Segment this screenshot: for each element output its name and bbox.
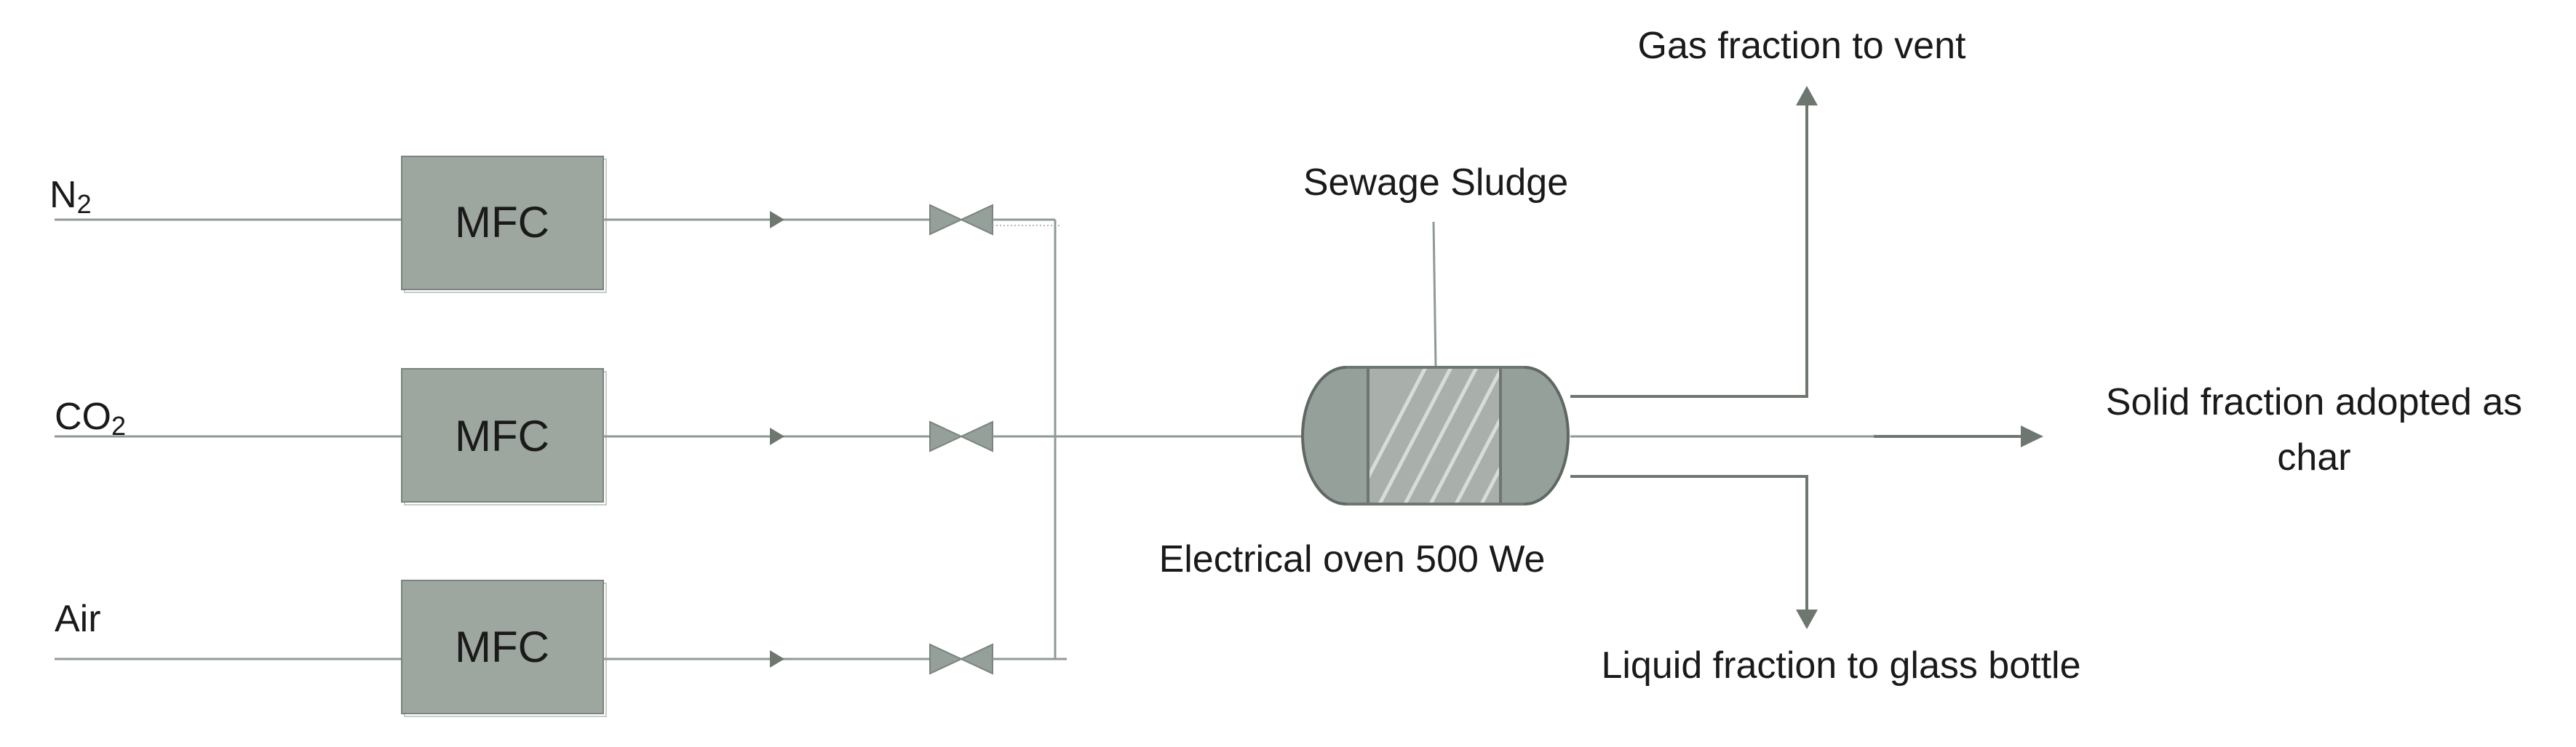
electrical-oven — [1301, 366, 1570, 506]
liquid-output-line — [1570, 475, 1808, 611]
valve-n2-left — [929, 204, 963, 236]
mfc-air-box — [401, 580, 604, 714]
solid-output-label-line1: Solid fraction adopted as — [2106, 381, 2522, 423]
gas-output-label: Gas fraction to vent — [1638, 25, 1966, 67]
mfc-n2-flow-arrow — [770, 211, 784, 228]
inlet-air-label: Air — [55, 598, 101, 640]
oven-label: Electrical oven 500 We — [1159, 538, 1546, 580]
inlet-n2-label: N2 — [49, 174, 92, 219]
valve-air-left — [929, 643, 963, 675]
mfc-co2-flow-arrow — [770, 428, 784, 445]
inlet-n2: N2 MFC — [49, 156, 1060, 293]
mfc-n2-box — [401, 156, 604, 290]
inlet-air: Air MFC — [55, 580, 1067, 717]
solid-output-label-line2: char — [2277, 436, 2350, 479]
oven-outline — [1346, 366, 1524, 506]
inlet-co2-label: CO2 — [55, 396, 126, 441]
inlet-co2: CO2 MFC — [55, 368, 1055, 506]
liquid-output-label: Liquid fraction to glass bottle — [1601, 644, 2080, 687]
mfc-air-flow-arrow — [770, 650, 784, 668]
sewage-sludge-label: Sewage Sludge — [1303, 161, 1568, 204]
mfc-air-label: MFC — [455, 623, 549, 671]
valve-air-right — [959, 643, 993, 675]
valve-n2-right — [959, 204, 993, 236]
mfc-co2-label: MFC — [455, 412, 549, 460]
sewage-sludge-feed-line — [1432, 221, 1437, 368]
liquid-output-arrow — [1796, 610, 1818, 629]
valve-co2-right — [959, 420, 993, 452]
gas-output-line — [1570, 103, 1808, 398]
solid-output-arrow — [2021, 426, 2043, 447]
gas-output-arrow — [1796, 86, 1818, 105]
mfc-n2-label: MFC — [455, 198, 549, 247]
valve-co2-left — [929, 420, 963, 452]
mfc-co2-box — [401, 368, 604, 503]
